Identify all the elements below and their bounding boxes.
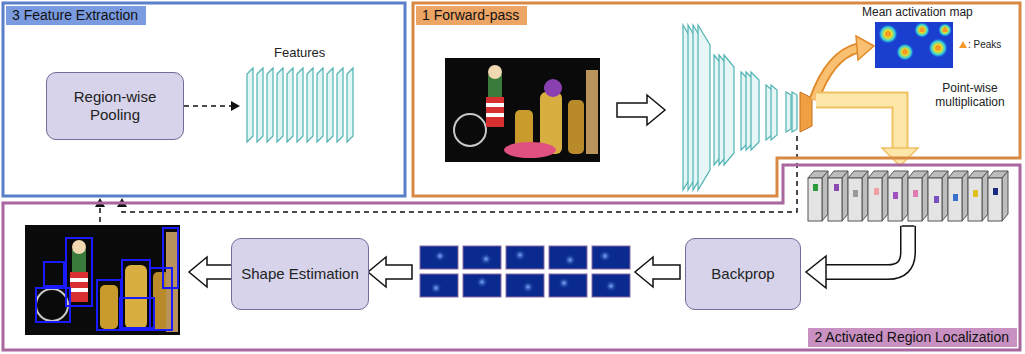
- box-label: Region-wise Pooling: [47, 88, 183, 124]
- process-box: Region-wise Pooling: [46, 72, 184, 140]
- backprop-heatmaps: [420, 246, 630, 297]
- hollow-arrow: [635, 257, 680, 287]
- process-box: Shape Estimation: [231, 238, 369, 310]
- input-image: [445, 58, 600, 162]
- panel-heading: 1 Forward-pass: [416, 6, 527, 25]
- box-label: Backprop: [703, 265, 782, 283]
- feature-stack: [247, 68, 353, 142]
- panel-border: [3, 165, 1020, 350]
- panel-outline: [413, 3, 1020, 196]
- box-label: Shape Estimation: [233, 265, 367, 283]
- dashed-arrow: [100, 136, 797, 222]
- hollow-arrow: [368, 257, 412, 287]
- stage-panel: 2 Activated Region Localization Backprop S…: [3, 165, 1020, 350]
- annotation: Mean activation map: [862, 6, 973, 20]
- process-box: Backprop: [685, 238, 801, 310]
- annotation: Features: [274, 46, 325, 61]
- peak-symbol: [959, 41, 967, 48]
- panel-heading: 3 Feature Extraction: [6, 6, 146, 25]
- pointwise-arrow: [816, 100, 918, 166]
- curved-hollow-arrow: [806, 226, 915, 288]
- detection-image: [25, 225, 180, 335]
- stage-panel: 3 Feature ExtractionRegion-wise Pooling: [3, 3, 405, 196]
- legend-note: : Peaks: [968, 39, 1001, 51]
- dashed-arrow: [184, 101, 240, 111]
- network-layers: [683, 25, 797, 190]
- curved-arrow: [814, 36, 874, 100]
- panel-heading: 2 Activated Region Localization: [808, 328, 1017, 347]
- mean-activation-map: [875, 22, 953, 68]
- stage-panel: 1 Forward-pass: [413, 3, 1020, 196]
- panel-border: [413, 3, 1020, 196]
- annotation: Point-wise multiplication: [922, 82, 1018, 110]
- panel-border: [3, 3, 405, 196]
- masked-feature-maps: [808, 171, 1008, 221]
- panel-outline: [3, 165, 1020, 350]
- hollow-arrow: [617, 95, 665, 125]
- hollow-arrow: [189, 257, 233, 287]
